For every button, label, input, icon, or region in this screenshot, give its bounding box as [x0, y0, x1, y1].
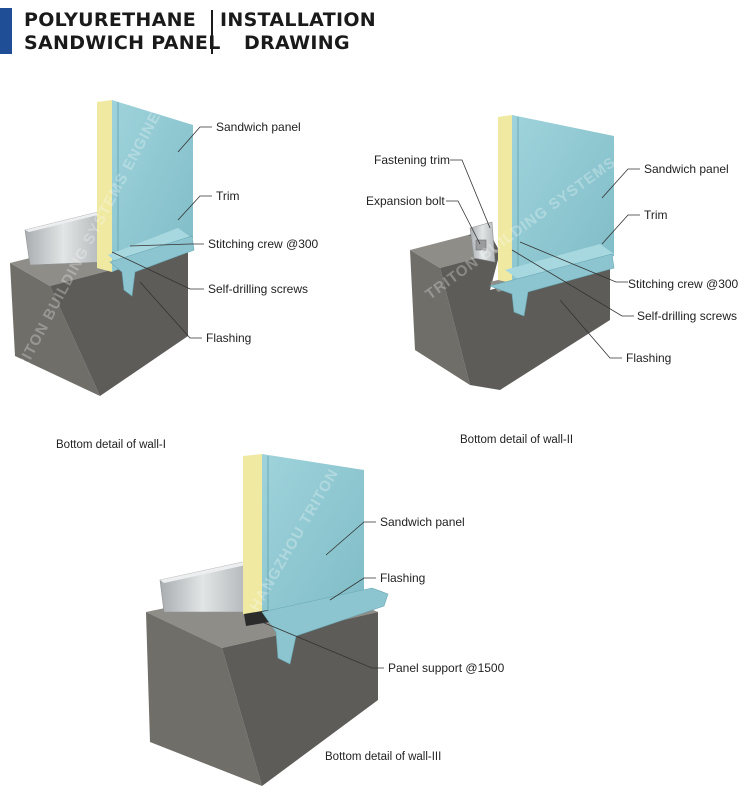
trim-2 — [505, 244, 614, 280]
insulation-core-2 — [498, 115, 512, 283]
title-product-line2: SANDWICH PANEL — [24, 32, 221, 54]
label-flashing-2: Flashing — [626, 351, 671, 365]
concrete-front-2 — [410, 250, 470, 385]
label-fastening-trim-2: Fastening trim — [374, 153, 450, 167]
concrete-side-3 — [222, 612, 378, 786]
leader-sandwich-panel-2 — [601, 168, 640, 199]
leader-screws-1 — [111, 251, 204, 290]
steel-angle-3 — [159, 561, 247, 613]
title-product-line1: POLYURETHANE — [24, 9, 197, 31]
leader-sandwich-panel-1 — [177, 126, 212, 153]
label-flashing-3: Flashing — [380, 571, 425, 585]
label-expansion-bolt-2: Expansion bolt — [366, 194, 445, 208]
panel-face-2 — [512, 115, 614, 283]
caption-wall-2: Bottom detail of wall-II — [460, 434, 573, 446]
label-stitching-2: Stitching crew @300 — [628, 277, 739, 291]
header: POLYURETHANE SANDWICH PANEL INSTALLATION… — [0, 0, 750, 60]
label-trim-1: Trim — [216, 189, 240, 203]
title-product: POLYURETHANE SANDWICH PANEL — [24, 9, 221, 55]
leader-sandwich-panel-3 — [325, 521, 376, 556]
panel-face-1 — [112, 100, 193, 272]
label-stitching-1: Stitching crew @300 — [208, 237, 319, 251]
panel-face-3 — [262, 454, 364, 618]
title-drawing-line2: DRAWING — [244, 32, 350, 54]
steel-angle-top-3 — [160, 562, 246, 583]
leader-panel-support-3 — [261, 621, 384, 669]
expansion-bolt-2 — [475, 239, 487, 251]
caption-wall-1: Bottom detail of wall-I — [56, 439, 166, 451]
accent-bar — [0, 8, 12, 54]
leader-expansion-bolt-2 — [446, 200, 481, 245]
title-drawing: INSTALLATION DRAWING — [220, 9, 376, 55]
title-divider — [211, 10, 213, 54]
leader-stitching-1 — [129, 243, 204, 247]
label-screws-2: Self-drilling screws — [637, 309, 737, 323]
insulation-core-3 — [243, 454, 262, 618]
label-screws-1: Self-drilling screws — [208, 282, 308, 296]
title-drawing-line1: INSTALLATION — [220, 9, 376, 31]
leader-flashing-2 — [559, 299, 622, 359]
leader-fastening-trim-2 — [450, 159, 491, 229]
leader-trim-1 — [177, 195, 212, 221]
diagram-wall-3: HANGZHOU TRITON Sandwich panel Flashing … — [146, 454, 505, 786]
diagram-wall-2: TRITON BUILDING SYSTEMS ENGINEERING Fast… — [366, 82, 739, 446]
caption-wall-3: Bottom detail of wall-III — [325, 751, 441, 763]
leader-screws-2 — [511, 249, 634, 317]
concrete-side-1 — [50, 250, 188, 396]
flashing-1 — [109, 235, 195, 297]
label-sandwich-panel-2: Sandwich panel — [644, 162, 729, 176]
leader-stitching-2 — [519, 241, 628, 283]
label-flashing-1: Flashing — [206, 331, 251, 345]
concrete-front-3 — [146, 612, 262, 786]
leader-flashing-1 — [139, 281, 202, 339]
concrete-front-1 — [10, 263, 100, 396]
leader-flashing-3 — [329, 577, 376, 601]
insulation-core-1 — [97, 100, 112, 272]
steel-angle-top-1 — [25, 212, 102, 232]
flashing-2 — [488, 253, 615, 317]
label-sandwich-panel-1: Sandwich panel — [216, 120, 301, 134]
leader-trim-2 — [601, 214, 640, 245]
label-panel-support-3: Panel support @1500 — [388, 661, 505, 675]
diagram-wall-1: TRITON BUILDING SYSTEMS ENGINEERING Sand… — [9, 63, 319, 451]
label-trim-2: Trim — [644, 208, 668, 222]
label-sandwich-panel-3: Sandwich panel — [380, 515, 465, 529]
